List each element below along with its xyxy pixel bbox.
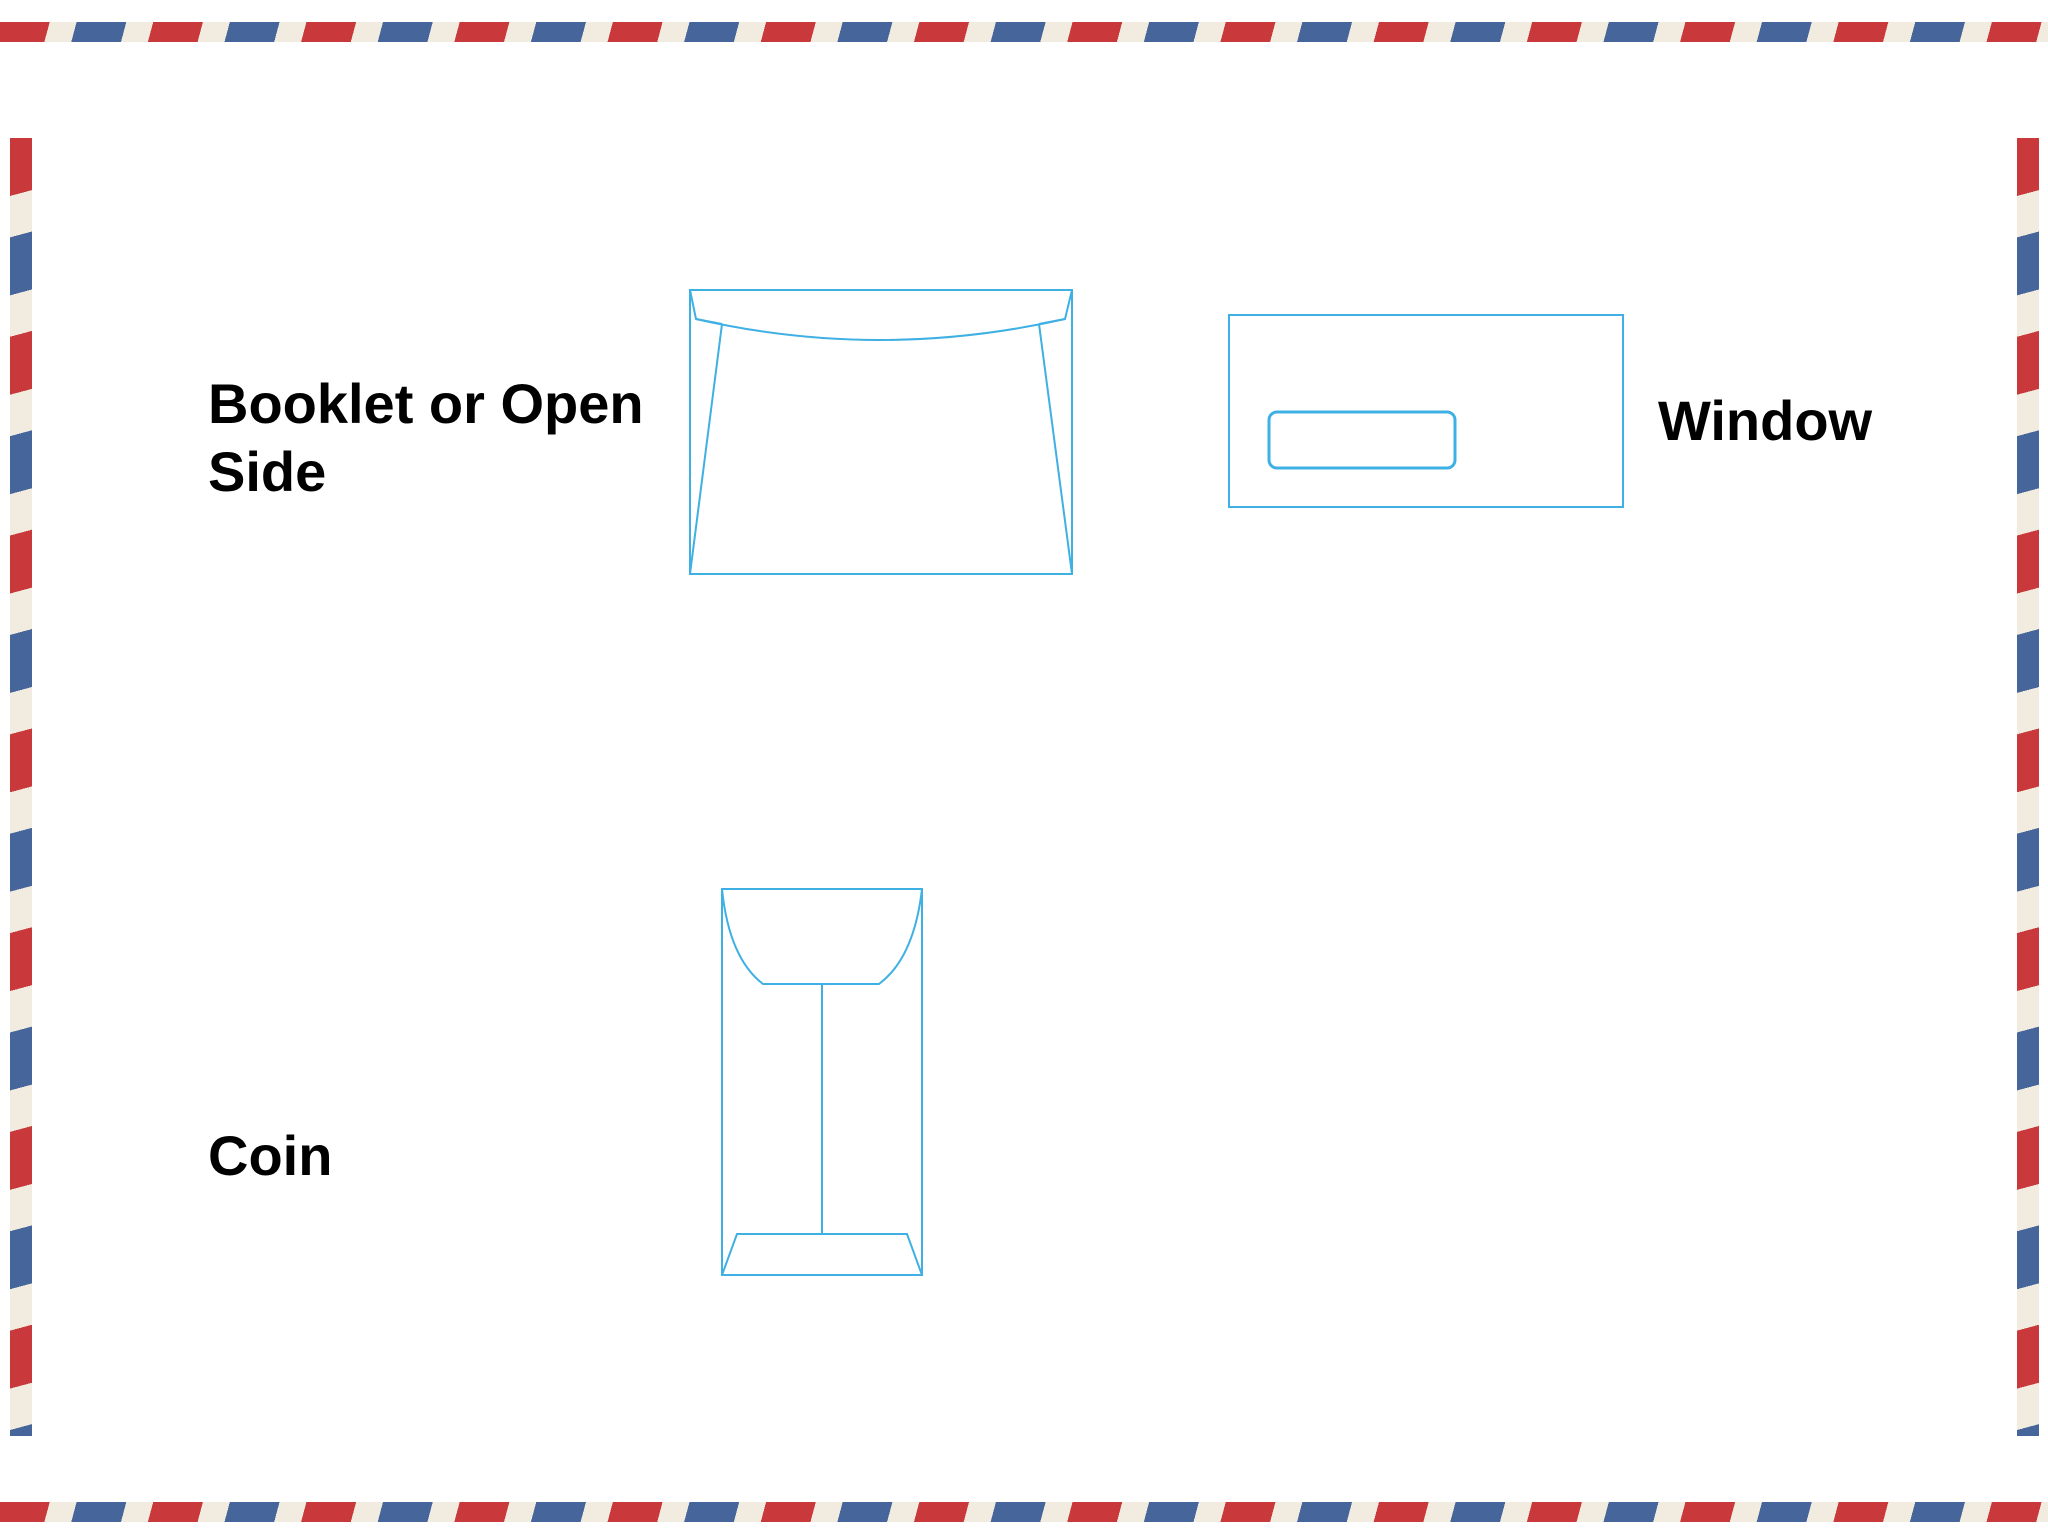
booklet-envelope-icon	[689, 289, 1073, 575]
window-envelope-icon	[1228, 314, 1624, 508]
address-window	[1267, 410, 1457, 470]
coin-envelope-label: Coin	[208, 1122, 332, 1190]
airmail-border-right	[2017, 138, 2039, 1436]
window-envelope-label: Window	[1658, 387, 1872, 455]
airmail-border-bottom	[0, 1502, 2048, 1522]
window-label-line-1: Window	[1658, 389, 1873, 452]
coin-label-line-1: Coin	[208, 1124, 333, 1187]
airmail-border-left	[10, 138, 32, 1436]
coin-envelope-icon	[721, 888, 923, 1276]
booklet-label-line-2: Side	[208, 440, 327, 503]
booklet-envelope-label: Booklet or Open Side	[208, 370, 678, 506]
booklet-label-line-1: Booklet or Open	[208, 372, 644, 435]
airmail-border-top	[0, 22, 2048, 42]
